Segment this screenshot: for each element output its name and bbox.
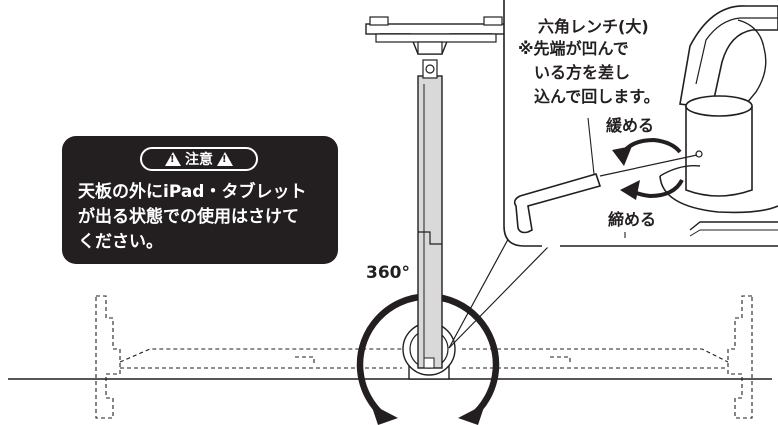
- hex-wrench-note: ※先端が凹んで いる方を差し 込んで回します。: [518, 39, 660, 106]
- tablet-holder: [365, 16, 507, 55]
- tighten-label: 締める: [608, 210, 657, 229]
- warning-triangle-icon: [165, 152, 181, 166]
- caution-header: 注意: [140, 147, 258, 171]
- loosen-label: 緩める: [606, 116, 655, 135]
- caution-text: 天板の外にiPad・タブレット が出る状態での使用はさけて ください。: [78, 182, 307, 252]
- caution-title: 注意: [185, 152, 213, 168]
- hex-wrench-label: 六角レンチ(大): [538, 17, 649, 36]
- desk-outline: [95, 295, 753, 419]
- callout-pointer: [448, 231, 550, 349]
- support-pole: [417, 59, 443, 369]
- warning-triangle-icon: [217, 152, 233, 166]
- rotation-label: 360°: [366, 263, 410, 283]
- detail-illustration: [513, 5, 778, 238]
- caution-box: 注意 天板の外にiPad・タブレット が出る状態での使用はさけて ください。: [62, 136, 338, 264]
